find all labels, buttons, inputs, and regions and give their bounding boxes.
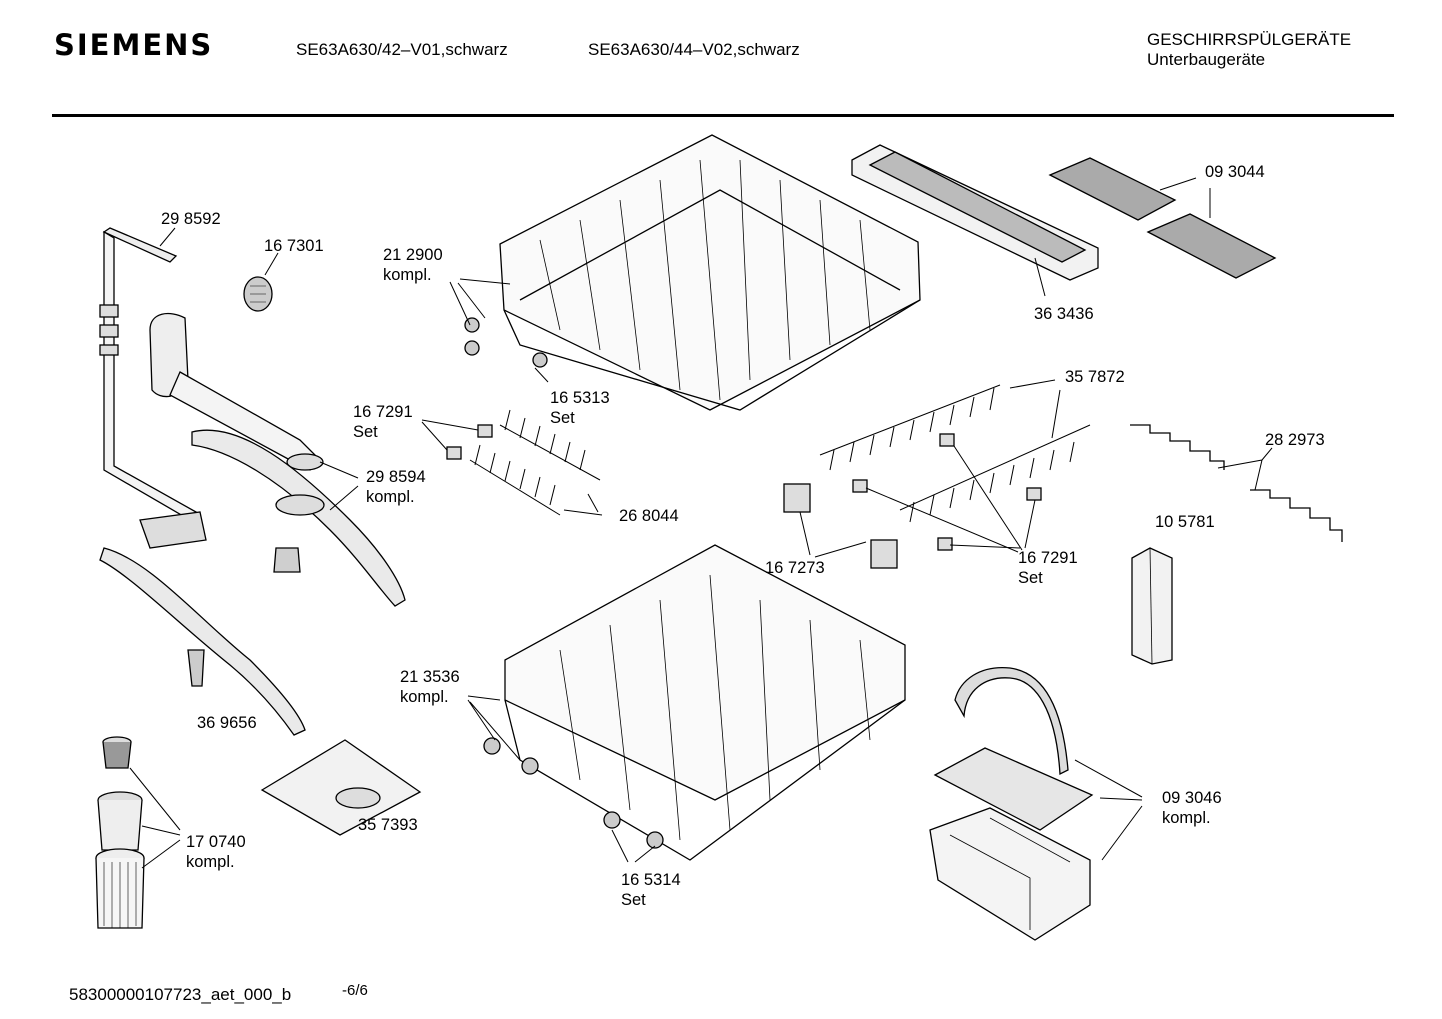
category-heading: GESCHIRRSPÜLGERÄTE Unterbaugeräte xyxy=(1147,30,1351,70)
part-label-369656: 36 9656 xyxy=(197,713,257,733)
part-label-357872: 35 7872 xyxy=(1065,367,1125,387)
cutlery-tray-drawing xyxy=(851,144,1099,281)
part-label-213536: 21 3536 kompl. xyxy=(400,667,460,707)
part-label-167273: 16 7273 xyxy=(765,558,825,578)
part-label-268044: 26 8044 xyxy=(619,506,679,526)
document-id: 58300000107723_aet_000_b xyxy=(69,985,292,1004)
part-number: 09 3046 xyxy=(1162,789,1222,807)
filter-set-drawing xyxy=(95,736,145,929)
middle-spray-arm-drawing xyxy=(191,429,406,607)
part-number: 28 2973 xyxy=(1265,431,1325,449)
cutlery-basket-drawing xyxy=(929,666,1094,941)
part-number: 35 7872 xyxy=(1065,368,1125,386)
part-number: 16 7291 xyxy=(1018,549,1078,567)
category-line-1: GESCHIRRSPÜLGERÄTE xyxy=(1147,30,1352,49)
step-rack-drawing xyxy=(1130,424,1343,542)
part-label-212900: 21 2900 kompl. xyxy=(383,245,443,285)
part-number: 10 5781 xyxy=(1155,513,1215,531)
upper-basket-drawing xyxy=(464,134,921,411)
part-number: 36 3436 xyxy=(1034,305,1094,323)
small-basket-drawing xyxy=(1131,547,1173,665)
part-number: 29 8592 xyxy=(161,210,221,228)
header-divider xyxy=(52,114,1394,117)
part-label-357393: 35 7393 xyxy=(358,815,418,835)
part-number: 29 8594 xyxy=(366,468,426,486)
part-label-298592: 29 8592 xyxy=(161,209,221,229)
part-number: 35 7393 xyxy=(358,816,418,834)
part-label-093046: 09 3046 kompl. xyxy=(1162,788,1222,828)
upper-spray-feed-drawing xyxy=(149,312,324,471)
part-number: 09 3044 xyxy=(1205,163,1265,181)
page-number: -6/6 xyxy=(342,982,368,999)
part-number: 16 7291 xyxy=(353,403,413,421)
brand-logo: SIEMENS xyxy=(54,28,214,62)
category-line-2: Unterbaugeräte xyxy=(1147,50,1266,69)
part-label-165313: 16 5313 Set xyxy=(550,388,610,428)
cup-rack-drawing xyxy=(1048,157,1277,279)
part-label-167301: 16 7301 xyxy=(264,236,324,256)
part-number: 21 2900 xyxy=(383,246,443,264)
leader-lines xyxy=(129,177,1273,869)
part-qualifier: kompl. xyxy=(383,266,432,284)
part-label-282973: 28 2973 xyxy=(1265,430,1325,450)
tine-rows-drawing xyxy=(819,384,1091,523)
part-label-298594: 29 8594 kompl. xyxy=(366,467,426,507)
nozzle-drawing xyxy=(243,276,273,312)
part-label-165314: 16 5314 Set xyxy=(621,870,681,910)
part-qualifier: Set xyxy=(550,409,575,427)
part-label-167291-lower: 16 7291 Set xyxy=(1018,548,1078,588)
part-number: 36 9656 xyxy=(197,714,257,732)
lower-basket-drawing xyxy=(483,544,906,861)
part-qualifier: kompl. xyxy=(1162,809,1211,827)
part-qualifier: Set xyxy=(621,891,646,909)
part-qualifier: Set xyxy=(353,423,378,441)
part-number: 16 7273 xyxy=(765,559,825,577)
lower-spray-arm-drawing xyxy=(99,547,306,736)
part-number: 16 5313 xyxy=(550,389,610,407)
clips-drawing xyxy=(446,424,1042,569)
model-number-2: SE63A630/44–V02,schwarz xyxy=(588,40,800,59)
part-number: 16 5314 xyxy=(621,871,681,889)
part-label-105781: 10 5781 xyxy=(1155,512,1215,532)
part-number: 16 7301 xyxy=(264,237,324,255)
part-number: 26 8044 xyxy=(619,507,679,525)
filter-plate-drawing xyxy=(260,739,422,836)
part-label-093044: 09 3044 xyxy=(1205,162,1265,182)
part-label-167291-upper: 16 7291 Set xyxy=(353,402,413,442)
part-qualifier: kompl. xyxy=(366,488,415,506)
part-number: 21 3536 xyxy=(400,668,460,686)
part-qualifier: Set xyxy=(1018,569,1043,587)
part-number: 17 0740 xyxy=(186,833,246,851)
model-number-1: SE63A630/42–V01,schwarz xyxy=(296,40,508,59)
part-qualifier: kompl. xyxy=(186,853,235,871)
part-label-170740: 17 0740 kompl. xyxy=(186,832,246,872)
part-qualifier: kompl. xyxy=(400,688,449,706)
supply-pipe-drawing xyxy=(99,227,207,549)
part-label-363436: 36 3436 xyxy=(1034,304,1094,324)
small-tine-set-drawing xyxy=(469,409,601,516)
